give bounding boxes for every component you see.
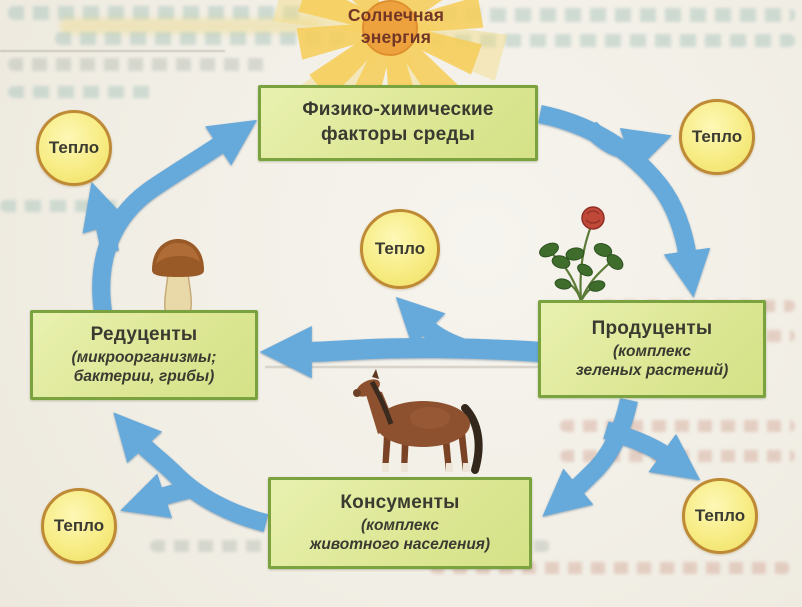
- rose-plant-illustration: [539, 206, 624, 302]
- horse-illustration: [353, 369, 483, 474]
- heat-label: Тепло: [694, 506, 746, 525]
- heat-badge-bottom-right: Тепло: [682, 478, 758, 554]
- node-producers-sub1: (комплекс: [613, 342, 691, 360]
- node-producers-title: Продуценты: [591, 318, 713, 340]
- node-producers: Продуценты (комплекс зеленых растений): [538, 300, 766, 398]
- node-reducers-sub2: бактерии, грибы): [73, 368, 215, 386]
- node-reducers: Редуценты (микроорганизмы; бактерии, гри…: [30, 310, 258, 400]
- node-consumers: Консументы (комплекс животного населения…: [268, 477, 532, 569]
- node-factors-line2: факторы среды: [320, 124, 476, 145]
- node-producers-sub2: зеленых растений): [575, 362, 729, 380]
- heat-label: Тепло: [48, 138, 100, 157]
- sun-label-line2: энергия: [360, 27, 432, 48]
- node-reducers-title: Редуценты: [90, 324, 198, 346]
- arrow-reducers-to-factors: [92, 119, 258, 314]
- heat-label: Тепло: [374, 239, 426, 258]
- mushroom-illustration: [152, 239, 204, 314]
- node-consumers-sub2: животного населения): [309, 536, 491, 554]
- arrow-factors-to-heat-top-right: [583, 121, 672, 173]
- arrow-producers-to-reducers: [259, 325, 543, 378]
- arrow-producers-to-consumers: [542, 397, 638, 517]
- sun-label-line1: Солнечная: [347, 5, 445, 25]
- heat-badge-top-right: Тепло: [679, 99, 755, 175]
- node-consumers-sub1: (комплекс: [361, 516, 439, 534]
- arrow-consumers-to-heat-bottom-left: [120, 473, 198, 518]
- node-reducers-sub1: (микроорганизмы;: [71, 348, 217, 366]
- heat-label: Тепло: [691, 127, 743, 146]
- arrow-consumers-to-reducers: [113, 412, 269, 532]
- heat-badge-top-left: Тепло: [36, 110, 112, 186]
- node-consumers-title: Консументы: [340, 492, 460, 514]
- arrow-producers-to-heat-center: [395, 296, 473, 359]
- node-factors-line1: Физико-химические: [302, 99, 494, 121]
- heat-label: Тепло: [53, 516, 105, 535]
- heat-badge-bottom-left: Тепло: [41, 488, 117, 564]
- heat-badge-center: Тепло: [360, 209, 440, 289]
- sun-label: Солнечная энергия: [318, 4, 474, 49]
- arrow-factors-to-producers: [538, 105, 711, 298]
- arrow-producers-to-heat-bottom-right: [603, 421, 701, 481]
- arrow-reducers-to-heat-top-left: [82, 181, 128, 254]
- node-factors: Физико-химические факторы среды: [258, 85, 538, 161]
